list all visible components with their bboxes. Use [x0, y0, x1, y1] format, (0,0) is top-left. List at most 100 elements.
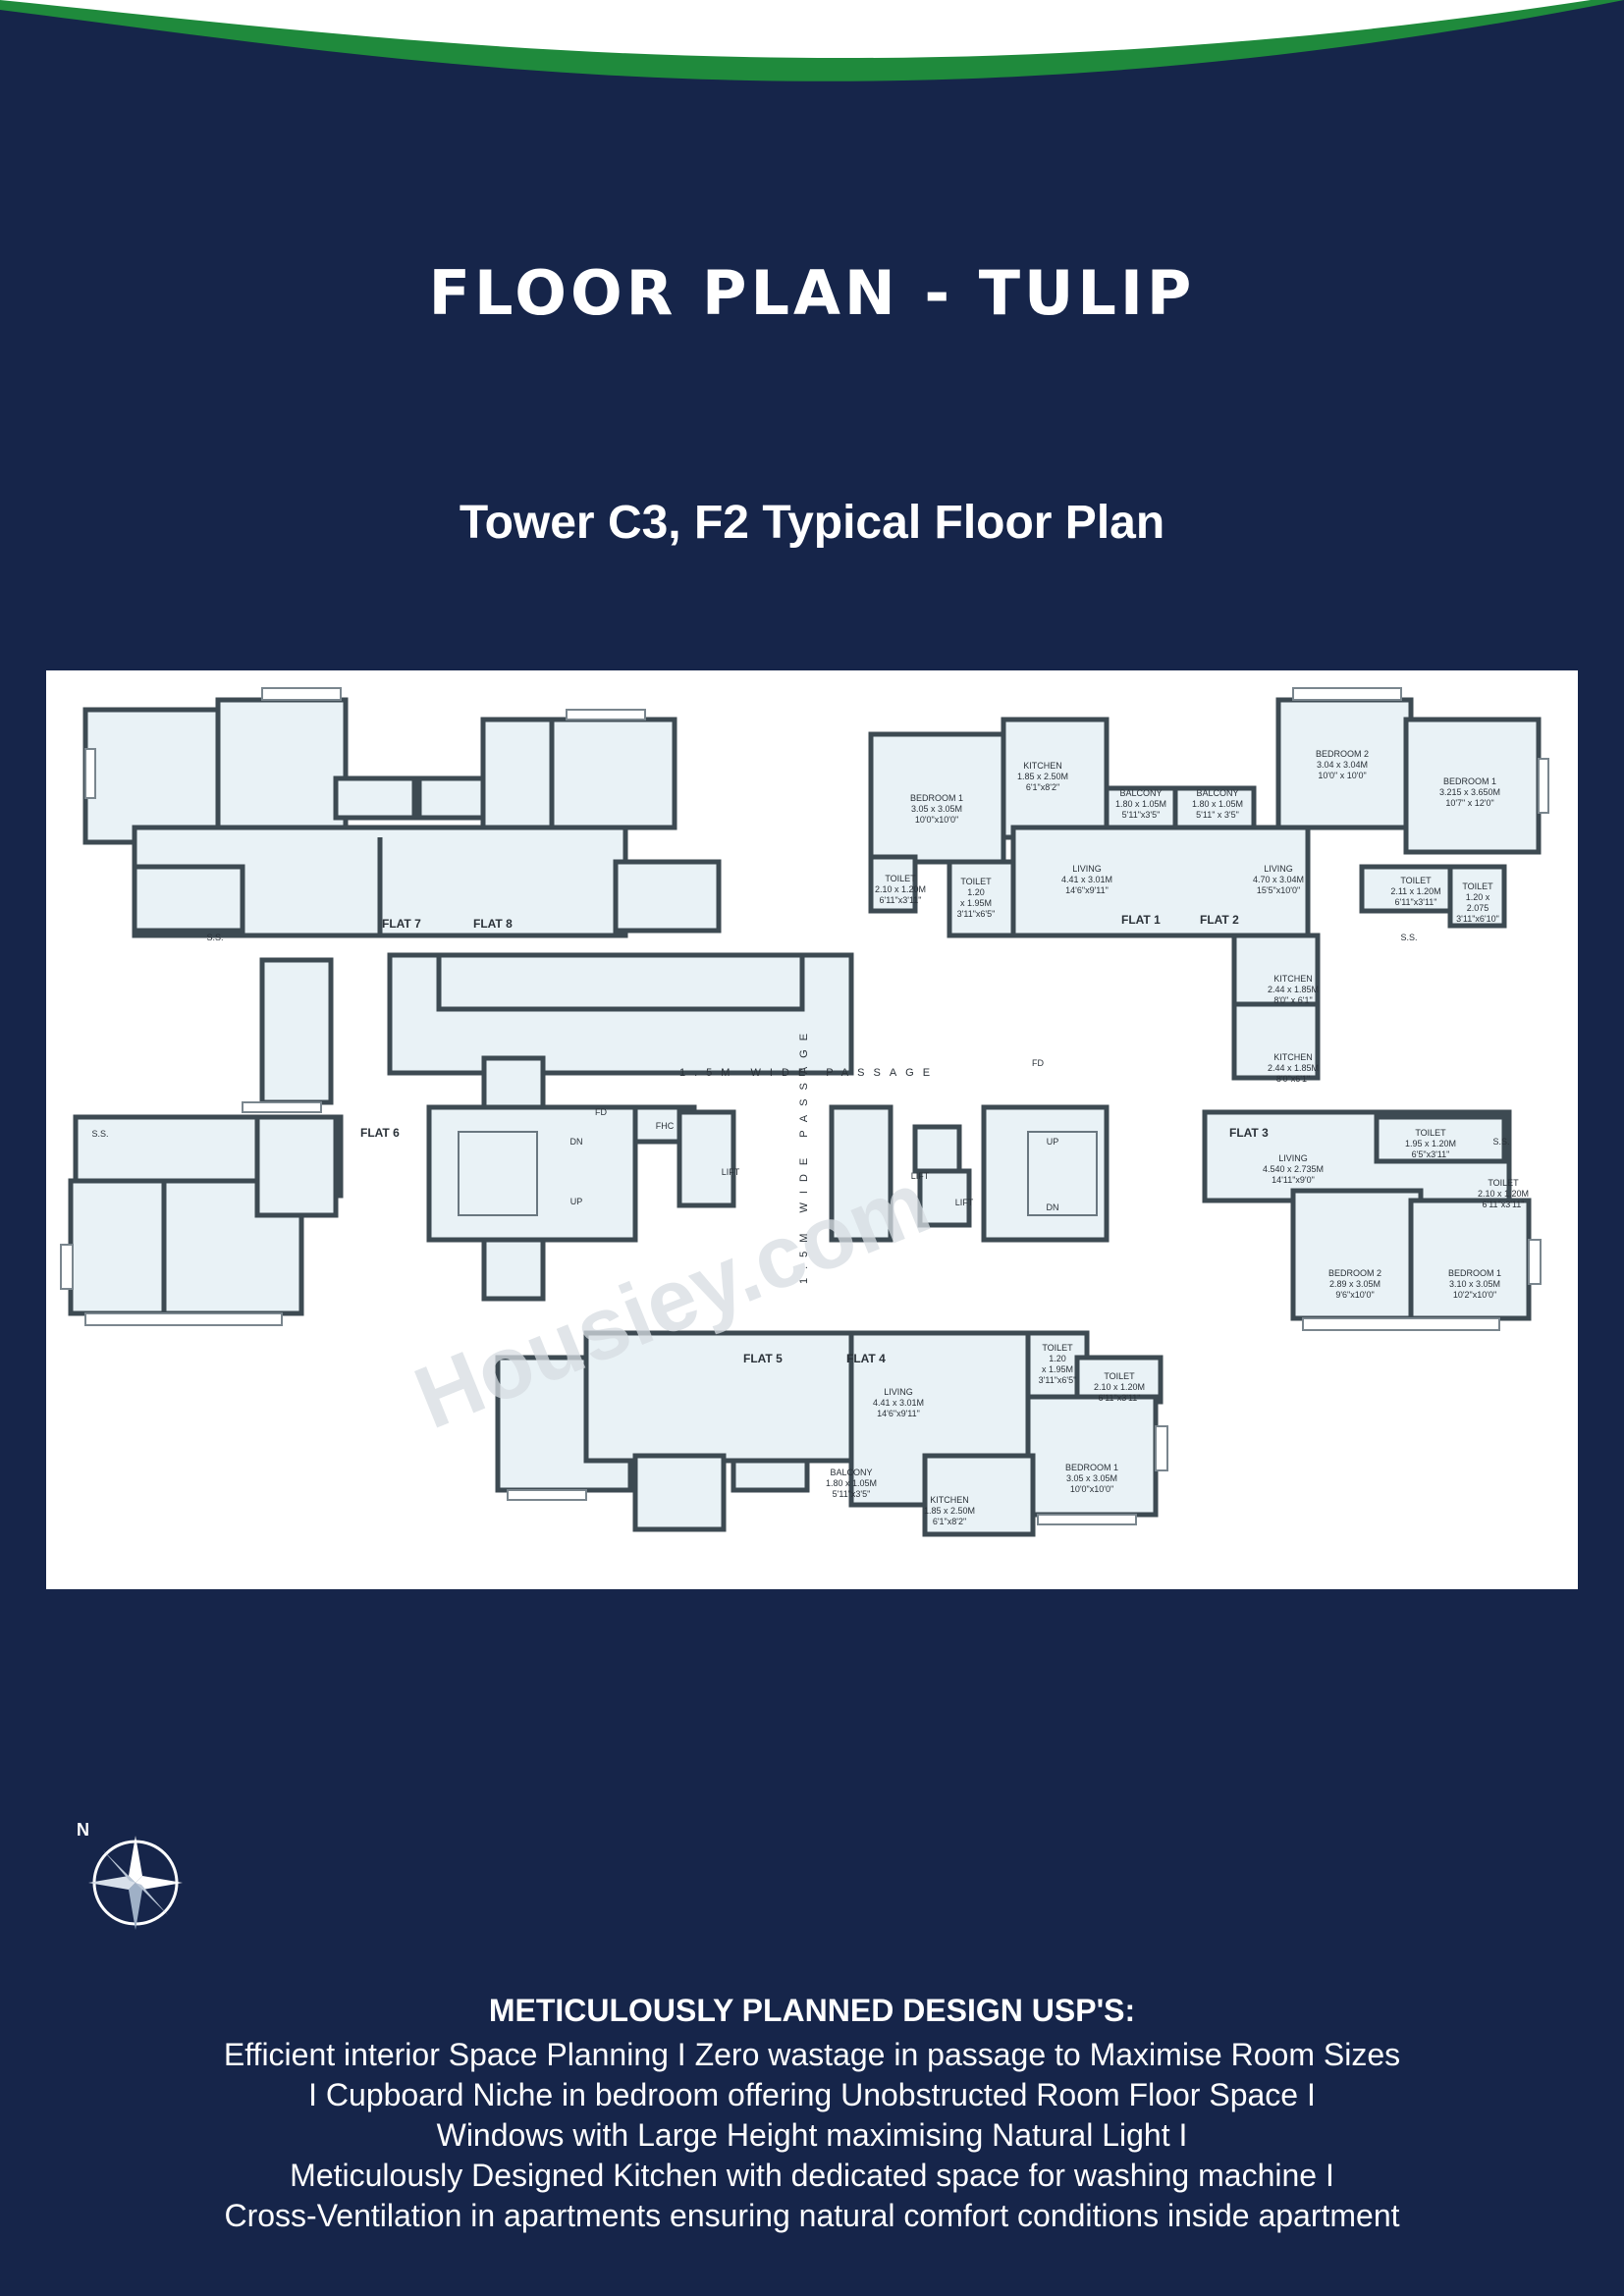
- label-flat-5: FLAT 5: [743, 1352, 783, 1365]
- lift-label-3: LIFT: [955, 1198, 974, 1207]
- top-wave: [0, 0, 1624, 81]
- block-flat-7-8: [82, 687, 722, 1113]
- svg-text:3.05 x 3.05M: 3.05 x 3.05M: [1066, 1473, 1117, 1483]
- svg-text:6'1"x8'2": 6'1"x8'2": [933, 1517, 966, 1526]
- fd-label: FD: [595, 1107, 607, 1117]
- svg-text:3'11"x6'5": 3'11"x6'5": [1039, 1375, 1077, 1385]
- svg-text:1.20 x: 1.20 x: [1466, 892, 1490, 902]
- svg-text:5'11"x3'5": 5'11"x3'5": [1122, 810, 1161, 820]
- svg-text:14'6"x9'11": 14'6"x9'11": [1065, 885, 1109, 895]
- block-flat-3: [1202, 1109, 1542, 1331]
- stair-dn-label-2: DN: [1047, 1202, 1059, 1212]
- svg-text:BEDROOM 1: BEDROOM 1: [1065, 1463, 1118, 1472]
- compass-west-point: [88, 1876, 135, 1890]
- svg-text:2.10 x 1.20M: 2.10 x 1.20M: [1478, 1189, 1529, 1199]
- svg-text:BALCONY: BALCONY: [830, 1468, 872, 1477]
- svg-text:10'0" x 10'0": 10'0" x 10'0": [1318, 771, 1366, 780]
- svg-text:10'0"x10'0": 10'0"x10'0": [915, 815, 958, 825]
- corridor-void: [387, 952, 854, 1076]
- svg-text:4.70 x 3.04M: 4.70 x 3.04M: [1253, 875, 1304, 884]
- compass-nw-point: [103, 1850, 135, 1883]
- usp-section: METICULOUSLY PLANNED DESIGN USP'S: Effic…: [0, 1993, 1624, 2236]
- ss-label-2: S.S.: [91, 1129, 108, 1139]
- svg-text:1.20: 1.20: [967, 887, 985, 897]
- stair-dn-label: DN: [570, 1137, 583, 1147]
- corridor-opening: [436, 952, 805, 1012]
- svg-text:TOILET: TOILET: [1488, 1178, 1519, 1188]
- svg-text:2.10 x 1.20M: 2.10 x 1.20M: [875, 884, 926, 894]
- usp-line: Efficient interior Space Planning I Zero…: [223, 2037, 1401, 2072]
- svg-text:1.85 x 2.50M: 1.85 x 2.50M: [1017, 772, 1068, 781]
- lift-label-2: LIFT: [911, 1171, 930, 1181]
- floor-plan-drawing: .rm { fill:#e9f2f6; stroke:#3d4a52; stro…: [60, 687, 1549, 1537]
- svg-text:BEDROOM 1: BEDROOM 1: [910, 793, 963, 803]
- compass-se-point: [135, 1883, 168, 1915]
- label-flat-3: FLAT 3: [1229, 1126, 1269, 1140]
- svg-text:10'2"x10'0": 10'2"x10'0": [1453, 1290, 1496, 1300]
- svg-text:3.05 x 3.05M: 3.05 x 3.05M: [911, 804, 962, 814]
- svg-text:10'7" x 12'0": 10'7" x 12'0": [1445, 798, 1493, 808]
- svg-text:6'5"x3'11": 6'5"x3'11": [1412, 1149, 1450, 1159]
- svg-text:3'11"x6'5": 3'11"x6'5": [957, 909, 996, 919]
- stair-up-label: UP: [570, 1197, 583, 1206]
- svg-text:3'11"x6'10": 3'11"x6'10": [1456, 914, 1499, 924]
- label-flat-7: FLAT 7: [382, 917, 421, 931]
- label-flat-6: FLAT 6: [360, 1126, 400, 1140]
- svg-text:2.11 x 1.20M: 2.11 x 1.20M: [1390, 886, 1440, 896]
- svg-text:2.89 x 3.05M: 2.89 x 3.05M: [1329, 1279, 1380, 1289]
- north-label: N: [77, 1820, 89, 1840]
- usp-line: Windows with Large Height maximising Nat…: [436, 2117, 1188, 2153]
- svg-text:1.95 x 1.20M: 1.95 x 1.20M: [1405, 1139, 1456, 1148]
- label-flat-4: FLAT 4: [846, 1352, 886, 1365]
- fd-label-2: FD: [1032, 1058, 1044, 1068]
- svg-text:15'5"x10'0": 15'5"x10'0": [1257, 885, 1300, 895]
- passage-vertical-label: 1.5M WIDE PASSAGE: [798, 1025, 810, 1284]
- svg-text:8'0" x 6'1": 8'0" x 6'1": [1273, 995, 1312, 1005]
- block-flat-1-2: [868, 687, 1549, 1081]
- svg-text:LIVING: LIVING: [1278, 1153, 1308, 1163]
- svg-text:LIVING: LIVING: [884, 1387, 913, 1397]
- svg-text:2.075: 2.075: [1467, 903, 1489, 913]
- svg-text:TOILET: TOILET: [1462, 881, 1493, 891]
- svg-text:5'11"x3'5": 5'11"x3'5": [833, 1489, 871, 1499]
- usp-title: METICULOUSLY PLANNED DESIGN USP'S:: [488, 1993, 1136, 2028]
- compass-north-point: [129, 1836, 142, 1883]
- svg-text:KITCHEN: KITCHEN: [1273, 1052, 1313, 1062]
- svg-text:14'11"x9'0": 14'11"x9'0": [1272, 1175, 1315, 1185]
- usp-line: Meticulously Designed Kitchen with dedic…: [290, 2158, 1334, 2193]
- svg-text:1.85 x 2.50M: 1.85 x 2.50M: [924, 1506, 975, 1516]
- svg-text:1.20: 1.20: [1049, 1354, 1066, 1363]
- svg-text:BEDROOM 1: BEDROOM 1: [1448, 1268, 1501, 1278]
- svg-text:14'6"x9'11": 14'6"x9'11": [877, 1409, 920, 1418]
- svg-text:1.80 x 1.05M: 1.80 x 1.05M: [1192, 799, 1243, 809]
- svg-text:8'0"x6'1": 8'0"x6'1": [1276, 1074, 1310, 1084]
- svg-text:TOILET: TOILET: [1104, 1371, 1135, 1381]
- svg-text:x 1.95M: x 1.95M: [960, 898, 992, 908]
- svg-text:6'11"x3'11": 6'11"x3'11": [1394, 897, 1436, 907]
- label-flat-1: FLAT 1: [1121, 913, 1161, 927]
- block-flat-6: [60, 1114, 344, 1326]
- svg-text:1.80 x 1.05M: 1.80 x 1.05M: [1115, 799, 1166, 809]
- svg-text:3.10 x 3.05M: 3.10 x 3.05M: [1449, 1279, 1500, 1289]
- label-flat-8: FLAT 8: [473, 917, 513, 931]
- ss-label: S.S.: [206, 933, 223, 942]
